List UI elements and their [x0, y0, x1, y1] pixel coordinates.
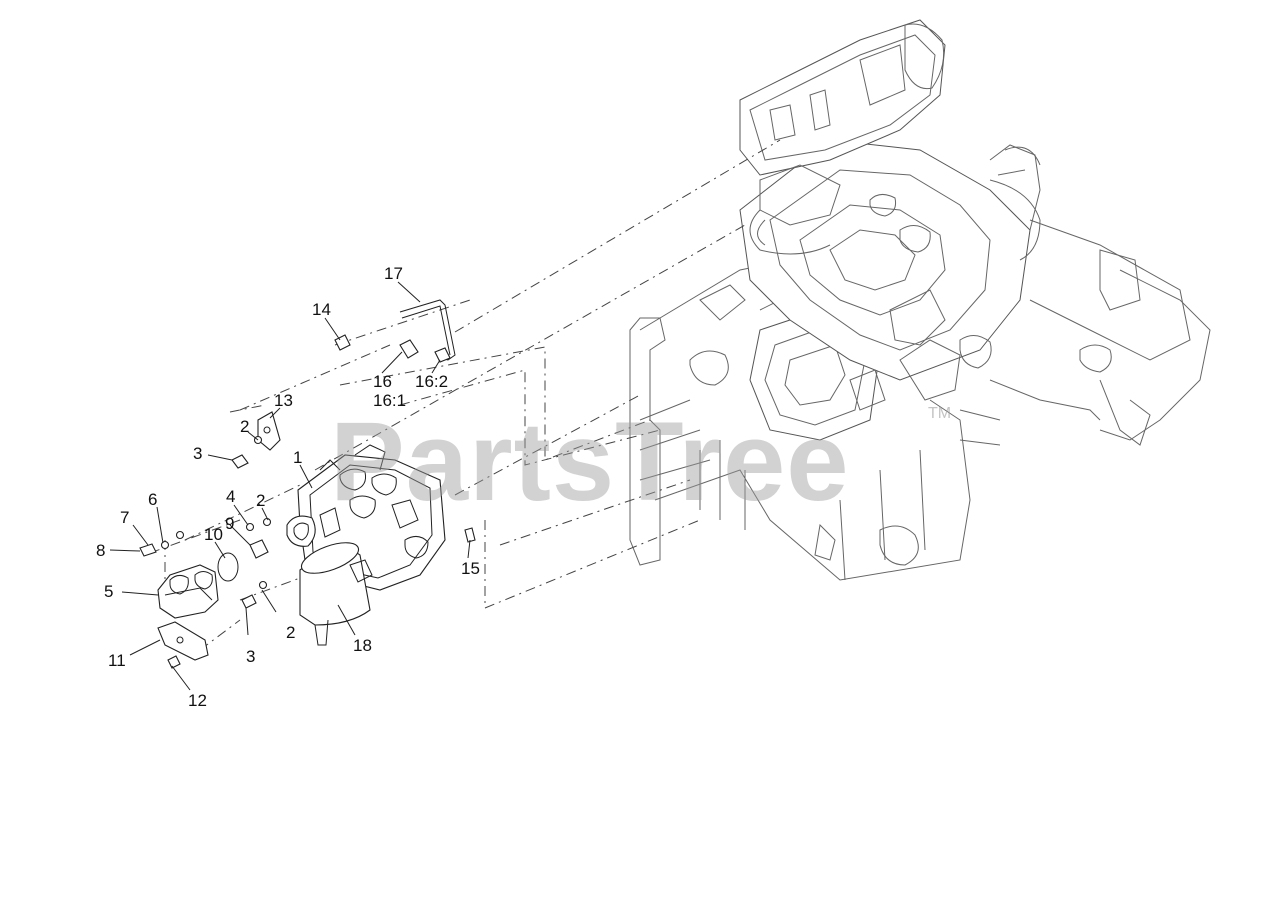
- callout-5: 5: [104, 582, 113, 601]
- callout-15: 15: [461, 559, 480, 578]
- callout-17: 17: [384, 264, 403, 283]
- callout-2: 2: [240, 417, 249, 436]
- callout-18: 18: [353, 636, 372, 655]
- hydro-pump-assembly: [139, 299, 476, 669]
- callout-3: 3: [193, 444, 202, 463]
- engine-frame-assembly: [629, 19, 1211, 581]
- assembly-centerlines: [149, 139, 781, 651]
- callout-1: 1: [293, 448, 302, 467]
- callout-12: 12: [188, 691, 207, 710]
- callout-6: 6: [148, 490, 157, 509]
- callout-9: 9: [225, 514, 234, 533]
- callout-labels: 1 2 2 2 3 3 4 5 6 7 8 9 10 11 12 13 14 1…: [96, 264, 480, 710]
- callout-2: 2: [256, 491, 265, 510]
- callout-13: 13: [274, 391, 293, 410]
- watermark-text: PartsTree: [330, 399, 850, 524]
- callout-7: 7: [120, 508, 129, 527]
- callout-3: 3: [246, 647, 255, 666]
- watermark-trademark: TM: [928, 405, 951, 422]
- leader-lines: [109, 281, 471, 691]
- callout-2: 2: [286, 623, 295, 642]
- callout-4: 4: [226, 487, 235, 506]
- callout-8: 8: [96, 541, 105, 560]
- callout-16-2: 16:2: [415, 372, 448, 391]
- callout-16-1: 16:1: [373, 391, 406, 410]
- callout-16: 16: [373, 372, 392, 391]
- callout-10: 10: [204, 525, 223, 544]
- callout-14: 14: [312, 300, 331, 319]
- callout-11: 11: [108, 651, 126, 670]
- watermark: PartsTree TM: [330, 399, 951, 524]
